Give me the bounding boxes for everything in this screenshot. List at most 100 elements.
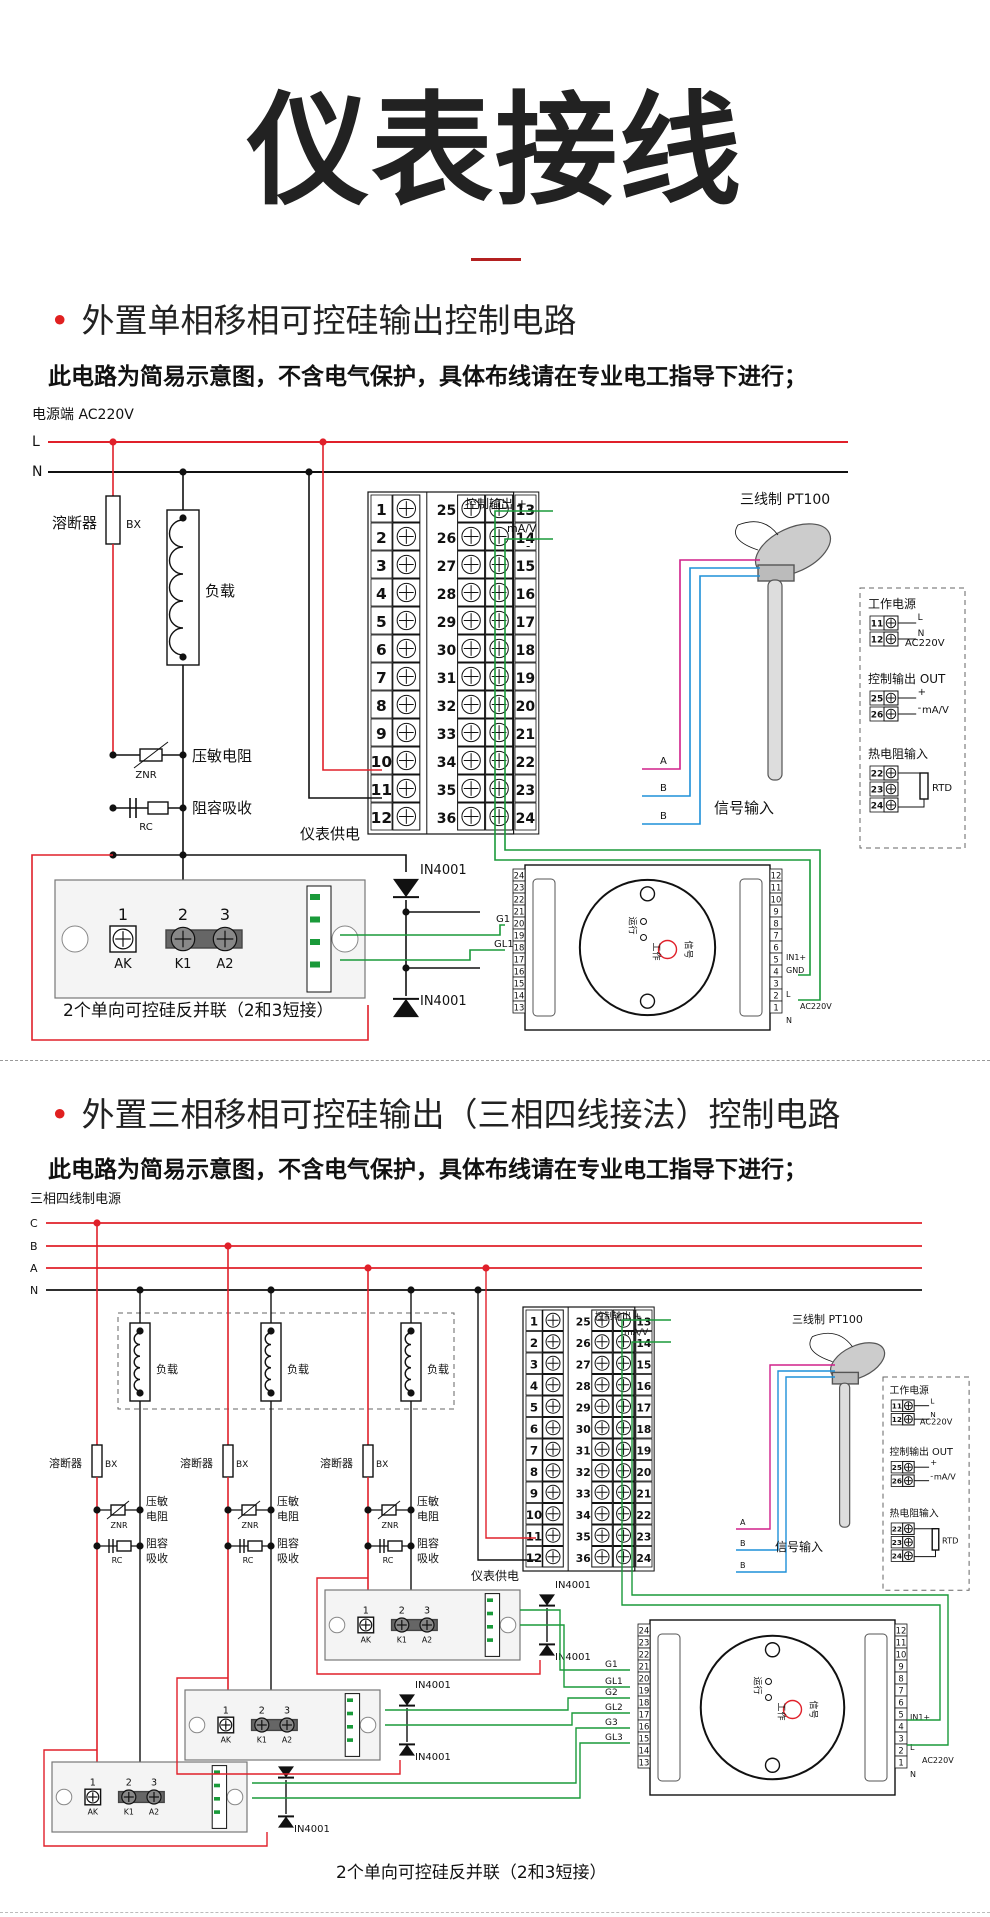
red-loop-wire bbox=[43, 1749, 268, 1847]
terminal-number-right: 23 bbox=[516, 783, 535, 799]
module-led-label: 信号 bbox=[808, 1700, 820, 1718]
terminal-number-right: 16 bbox=[636, 1380, 651, 1393]
varistor-label: 压敏 bbox=[417, 1494, 439, 1508]
terminal-number-cell bbox=[635, 1374, 653, 1396]
section2-heading: •外置三相移相可控硅输出（三相四线接法）控制电路 bbox=[50, 1088, 840, 1136]
rtd-resistor-icon bbox=[919, 772, 929, 800]
terminal-number-cell bbox=[370, 802, 393, 831]
junction-dot bbox=[474, 1286, 482, 1294]
module-pin-number: 20 bbox=[639, 1674, 650, 1684]
coil-icon bbox=[404, 1332, 412, 1392]
resistor-icon bbox=[387, 1540, 403, 1552]
line-label-l: L bbox=[32, 434, 40, 450]
mount-hole-icon bbox=[55, 1788, 73, 1806]
gate-pin bbox=[214, 1797, 220, 1801]
sensor-head bbox=[754, 523, 832, 577]
terminal-number: 3 bbox=[151, 1778, 157, 1789]
gate-label: GL1 bbox=[494, 939, 514, 950]
signal-label: 信号输入 bbox=[714, 799, 774, 817]
line-label: A bbox=[30, 1262, 38, 1275]
wire-label: B bbox=[660, 783, 667, 794]
pin-label: L bbox=[786, 990, 791, 999]
terminal-number-left: 9 bbox=[376, 725, 387, 743]
terminal-number-mid: 33 bbox=[576, 1487, 591, 1500]
ctrl-out-label: 控制输出 + bbox=[465, 496, 527, 511]
terminal-number-mid: 26 bbox=[437, 531, 456, 547]
resistor-icon bbox=[147, 801, 169, 815]
terminal-number-mid: 27 bbox=[576, 1358, 591, 1371]
terminal-number-cell bbox=[525, 1524, 543, 1546]
diode-icon bbox=[278, 1766, 294, 1778]
module-pin-number: 11 bbox=[771, 883, 782, 893]
rc-code: RC bbox=[139, 822, 152, 833]
led-icon bbox=[640, 918, 647, 925]
terminal-number-mid: 36 bbox=[576, 1552, 591, 1565]
varistor-label: 电阻 bbox=[417, 1510, 439, 1523]
rtd-resistor-icon bbox=[931, 1528, 940, 1551]
terminal-number-left: 11 bbox=[526, 1529, 542, 1543]
pin-label: IN1+ bbox=[786, 953, 806, 962]
terminal-label: AK bbox=[221, 1735, 232, 1744]
line-label: C bbox=[30, 1217, 38, 1230]
module-pin-number: 1 bbox=[898, 1758, 903, 1768]
coil-icon bbox=[264, 1332, 272, 1392]
module-tab bbox=[657, 1633, 681, 1782]
terminal-number-left: 12 bbox=[371, 809, 392, 827]
gate-label: G2 bbox=[605, 1688, 618, 1698]
terminal-number-cell bbox=[514, 802, 537, 831]
legend-ma-label: mA/V bbox=[922, 705, 949, 716]
legend-number: 24 bbox=[892, 1552, 902, 1561]
module-pin-number: 12 bbox=[771, 871, 782, 881]
varistor-label: 压敏电阻 bbox=[192, 747, 252, 765]
rc-label: 阻容吸收 bbox=[192, 799, 252, 817]
module-pin bbox=[637, 1755, 651, 1769]
coil-icon bbox=[133, 1332, 141, 1392]
terminal-number-cell bbox=[514, 550, 537, 579]
signal-label: 信号输入 bbox=[775, 1539, 823, 1554]
rc-code: RC bbox=[112, 1556, 123, 1565]
module-pin-number: 23 bbox=[514, 883, 525, 893]
terminal-label: K1 bbox=[257, 1735, 267, 1744]
module-pin-number: 13 bbox=[514, 1003, 525, 1013]
terminal-number-cell bbox=[525, 1546, 543, 1568]
terminal-number-left: 5 bbox=[376, 613, 387, 631]
legend-pin-label: L bbox=[930, 1396, 935, 1405]
module-pin-number: 15 bbox=[514, 979, 525, 989]
module-pin-number: 4 bbox=[898, 1722, 903, 1732]
load-label: 负载 bbox=[287, 1362, 309, 1376]
terminal-number-left: 1 bbox=[530, 1314, 538, 1328]
module-tab bbox=[739, 878, 763, 1017]
terminal-number-right: 20 bbox=[516, 699, 536, 715]
fuse-code: BX bbox=[236, 1460, 248, 1470]
gate-label: G1 bbox=[496, 914, 510, 925]
terminal-number-left: 8 bbox=[530, 1465, 538, 1479]
led-icon bbox=[765, 1694, 772, 1701]
gate-pin bbox=[347, 1738, 353, 1742]
pin-label: AC220V bbox=[922, 1756, 954, 1765]
terminal-number-cell bbox=[370, 578, 393, 607]
gate-wire bbox=[252, 1742, 630, 1799]
supply-wire-n bbox=[308, 472, 382, 799]
gate-pin bbox=[347, 1698, 353, 1702]
terminal-number-mid: 25 bbox=[437, 503, 456, 519]
power-label: 电源端 AC220V bbox=[32, 407, 134, 423]
diode-icon bbox=[539, 1644, 555, 1656]
ctrl-out-wire bbox=[504, 538, 821, 1001]
varistor-code: ZNR bbox=[241, 1521, 258, 1530]
red-loop-wire bbox=[31, 854, 369, 1041]
legend-title: 工作电源 bbox=[868, 597, 916, 611]
coil-terminal bbox=[136, 1327, 144, 1335]
terminal-number-mid: 25 bbox=[576, 1315, 591, 1328]
terminal-number-cell bbox=[370, 718, 393, 747]
coil-terminal bbox=[267, 1327, 275, 1335]
bullet-icon: • bbox=[50, 1095, 70, 1134]
rc-label: 阻容 bbox=[417, 1536, 439, 1550]
module-pin-number: 19 bbox=[639, 1686, 650, 1696]
load-box bbox=[400, 1322, 422, 1402]
wire-label: A bbox=[740, 1518, 746, 1527]
bus-bar bbox=[250, 1718, 298, 1732]
terminal-number-mid: 34 bbox=[437, 755, 457, 771]
gate-pin bbox=[310, 894, 320, 900]
rc-label: 吸收 bbox=[277, 1551, 299, 1565]
terminal-number: 2 bbox=[259, 1706, 265, 1717]
